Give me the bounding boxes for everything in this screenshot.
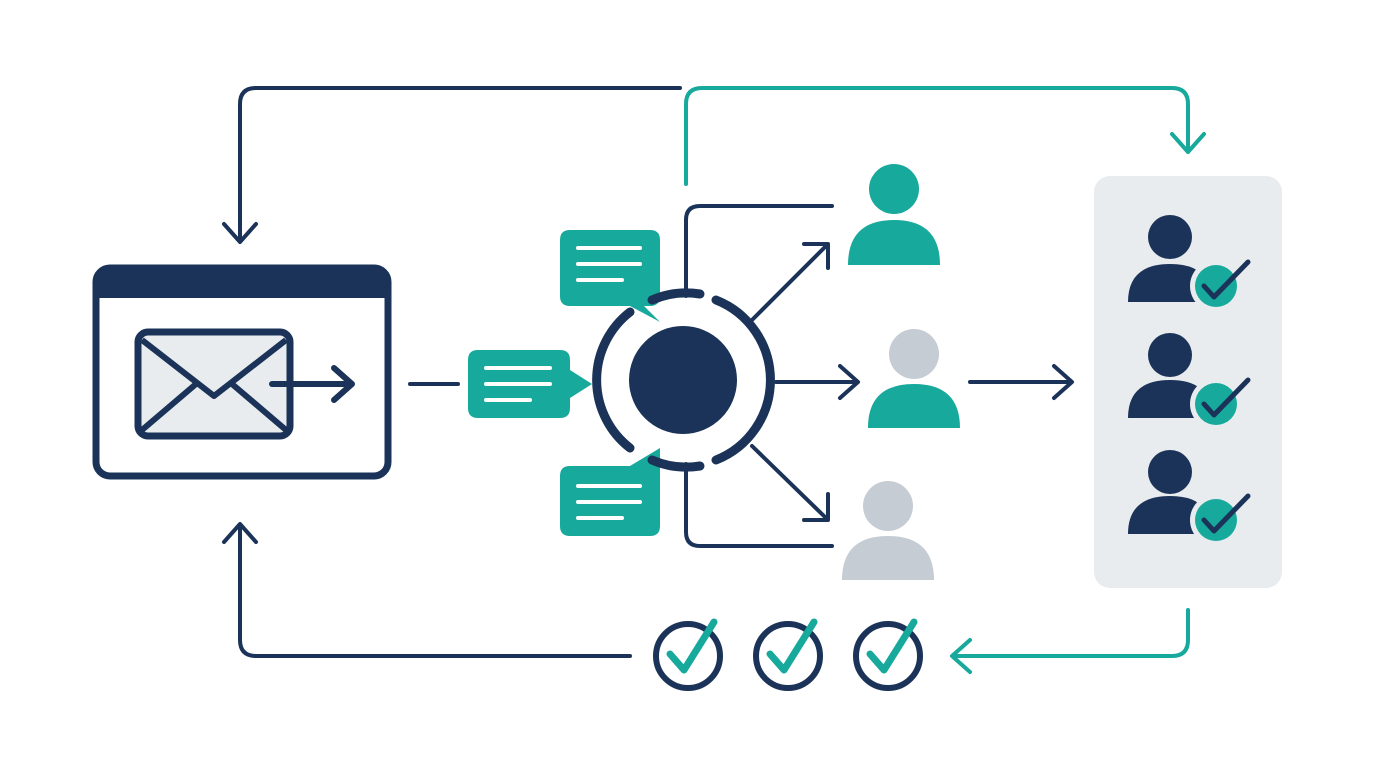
top-forward-arrowhead <box>1170 132 1206 154</box>
bottom-return-arrowhead <box>222 522 258 544</box>
user-check-icon <box>1128 333 1251 430</box>
hub-to-recipient-arrows <box>750 242 860 522</box>
hub-ring-left <box>592 307 635 453</box>
check-mark-icon <box>1201 493 1251 534</box>
chat-bubble-icon <box>468 350 592 418</box>
hub-ring-right <box>711 295 775 465</box>
user-icon <box>848 164 940 265</box>
confirmation-checks <box>653 618 923 691</box>
distribution-hub-icon <box>592 288 775 472</box>
top-forward-connector <box>684 86 1190 186</box>
top-return-connector <box>238 86 682 242</box>
bottom-return-connector <box>238 524 632 658</box>
bottom-feedback-connector <box>952 608 1190 658</box>
email-window-icon <box>92 264 392 480</box>
send-arrow-icon <box>269 365 355 403</box>
loop-connectors <box>222 86 1206 674</box>
check-mark-icon <box>1201 377 1251 418</box>
check-circle-icon <box>853 618 923 691</box>
user-icon <box>842 481 934 580</box>
check-circle-icon <box>753 618 823 691</box>
envelope-icon <box>134 328 294 440</box>
recipient-to-panel-arrow <box>968 364 1074 400</box>
hub-ring-gap-top <box>647 288 705 305</box>
chat-bubble-icon <box>560 448 660 536</box>
check-mark-icon <box>1201 259 1251 300</box>
user-check-icon <box>1128 450 1251 546</box>
check-circle-icon <box>653 618 723 691</box>
hub-ring-gap-bottom <box>647 455 705 472</box>
verified-users-panel <box>1094 176 1282 588</box>
hub-bottom-bracket <box>684 462 834 548</box>
user-icon <box>868 329 960 428</box>
top-return-arrowhead <box>222 222 258 244</box>
hub-top-bracket <box>684 204 834 298</box>
chat-bubble-icon <box>560 230 660 322</box>
bottom-feedback-arrowhead <box>950 638 972 674</box>
user-check-icon <box>1128 215 1251 312</box>
